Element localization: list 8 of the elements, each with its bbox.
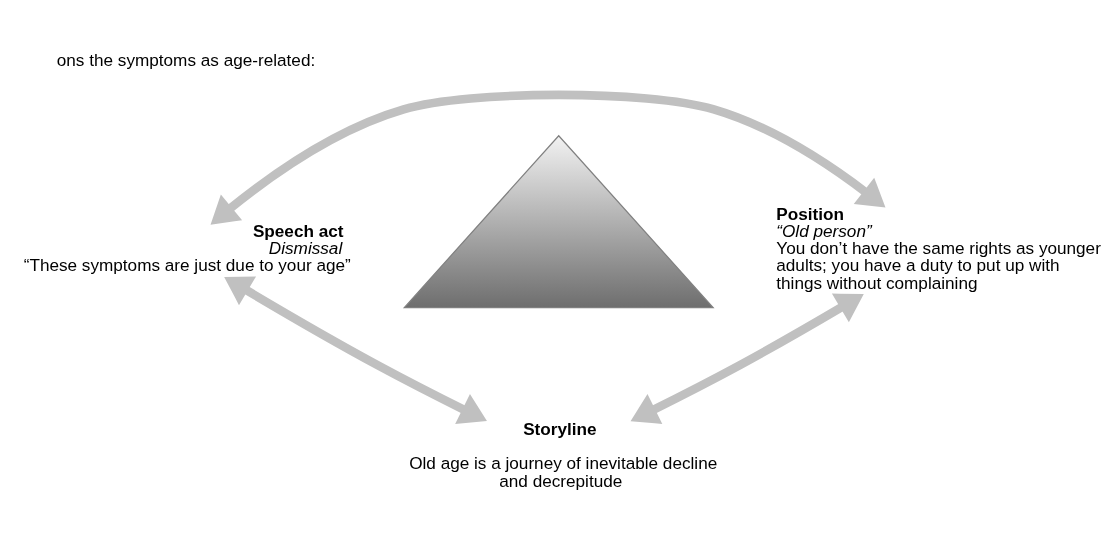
node-triangle — [402, 134, 715, 309]
arrow — [630, 293, 864, 424]
node-text: Speech act Dismissal “These symptoms are just due to your age” — [23, 221, 351, 276]
arrow — [210, 90, 886, 225]
node-text: Storyline Old age is a journey of inevitable decline and decrepitude — [409, 419, 718, 491]
node-text: Position “Old person” You don’t have the same rights as younger adults; you have a duty to put up with things without complaining — [776, 203, 1101, 293]
arrow — [224, 276, 487, 424]
label: ons the symptoms as age-related: — [56, 49, 316, 70]
